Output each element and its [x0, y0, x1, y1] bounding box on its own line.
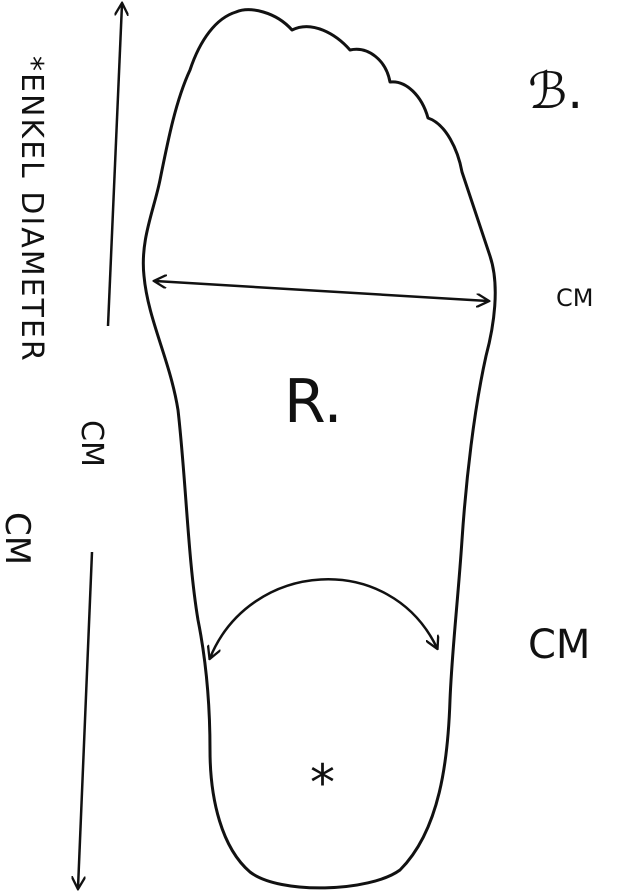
ankle-diameter-label: *ENKEL DIAMETER [14, 56, 49, 363]
length-line-upper [108, 4, 122, 326]
heel-unit-label: CM [528, 622, 590, 668]
width-arrow [155, 281, 488, 301]
length-line-lower [78, 552, 92, 888]
width-unit-label: CM [556, 284, 593, 312]
heel-arc-arrow [210, 579, 437, 658]
foot-side-label: R. [284, 367, 343, 437]
heel-marker: * [310, 754, 335, 812]
ankle-unit-label: CM [0, 512, 37, 565]
signature-mark: ℬ. [528, 62, 583, 120]
length-unit-label: CM [74, 420, 109, 467]
